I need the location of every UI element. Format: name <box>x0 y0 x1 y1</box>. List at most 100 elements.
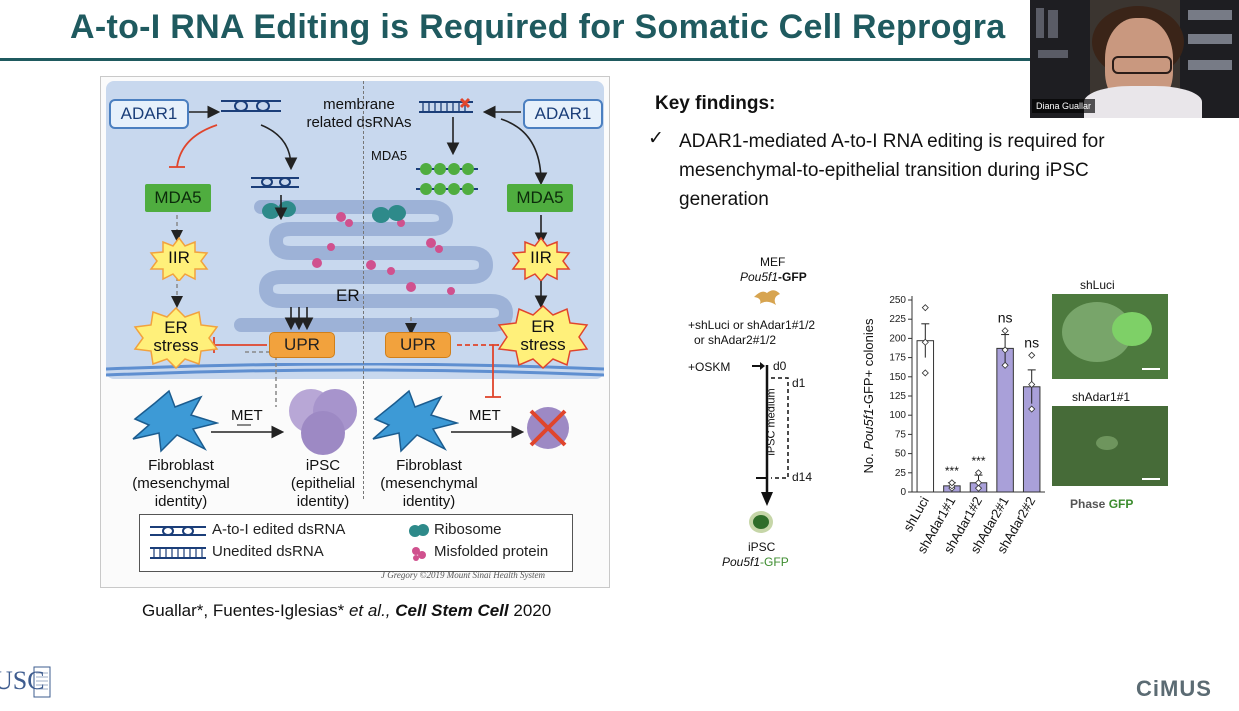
significance-label: *** <box>945 464 959 478</box>
book <box>1038 50 1068 58</box>
legend-ribosome-label: Ribosome <box>434 521 502 538</box>
fibroblast-icon <box>372 389 459 453</box>
micrograph-bottom-label: shAdar1#1 <box>1072 390 1131 404</box>
edited-dsrna-legend-icon <box>150 526 206 536</box>
ipsc-cells-icon <box>289 389 357 455</box>
data-point <box>1001 327 1009 335</box>
key-finding-item: ADAR1-mediated A-to-I RNA editing is req… <box>679 131 1105 210</box>
y-axis-label-prefix: No. <box>861 450 876 474</box>
ribosome-icon <box>372 205 406 223</box>
participant-video-tile[interactable]: Diana Guallar <box>1030 0 1239 118</box>
pou5f1-gfp-top: Pou5f1-GFP <box>740 270 807 284</box>
speaker-glasses <box>1112 56 1172 74</box>
fibroblast-icon <box>132 389 219 453</box>
participant-name-label: Diana Guallar <box>1032 99 1096 113</box>
upr-right-box: UPR <box>385 332 451 358</box>
book <box>1048 10 1058 38</box>
mef-cell-icon <box>754 290 780 305</box>
gfp-bold: -GFP <box>778 270 807 284</box>
mef-label: MEF <box>760 255 786 269</box>
unedited-dsrna-legend-icon <box>150 547 206 559</box>
y-axis-label-suffix: -GFP+ colonies <box>861 318 876 408</box>
iir-right-label: IIR <box>530 248 552 267</box>
mda5-right-box: MDA5 <box>507 184 573 212</box>
speaker-shirt <box>1084 86 1202 118</box>
book <box>1188 10 1232 20</box>
key-findings-heading: Key findings: <box>655 93 776 114</box>
micrograph-shadar1 <box>1052 406 1168 486</box>
ipsc-colony-icon <box>749 511 773 533</box>
timeline-arrow <box>752 362 789 506</box>
er-label: ER <box>336 286 360 305</box>
micrograph-top-label: shLuci <box>1080 278 1115 292</box>
misfolded-protein-legend-icon <box>412 547 426 561</box>
mda5-small-label: MDA5 <box>371 148 408 163</box>
citation-journal: Cell Stem Cell <box>390 601 509 620</box>
pou5f1-gfp-bottom: Pou5f1-GFP <box>722 555 789 569</box>
data-point <box>974 479 983 487</box>
legend-unedited-label: Unedited dsRNA <box>212 543 324 560</box>
y-tick-label: 225 <box>889 314 906 325</box>
significance-label: ns <box>998 310 1013 326</box>
copyright-note: J Gregory ©2019 Mount Sinai Health Syste… <box>381 570 545 580</box>
mda5-left-box: MDA5 <box>145 184 211 212</box>
y-tick-label: 175 <box>889 353 906 364</box>
y-tick-label: 125 <box>889 391 906 402</box>
edited-dsrna-icon <box>221 100 281 112</box>
shrna-line-1: +shLuci or shAdar1#1/2 <box>688 318 816 332</box>
edited-dsrna-icon <box>251 177 299 188</box>
y-axis-label-gene: Pou5f1 <box>861 408 876 449</box>
significance-label: *** <box>971 454 985 468</box>
usc-logo: USC <box>0 659 52 705</box>
d0-label: d0 <box>773 359 787 373</box>
title-underline <box>0 58 1030 61</box>
book <box>1188 34 1232 44</box>
micrograph-channel-legend: Phase GFP <box>1070 497 1133 511</box>
pou5f1-italic: Pou5f1 <box>740 270 779 284</box>
y-tick-label: 200 <box>889 333 906 344</box>
d1-label: d1 <box>792 376 806 390</box>
ipsc-label: iPSC <box>748 540 776 554</box>
pathway-arrows <box>169 97 548 439</box>
d14-label: d14 <box>792 470 813 484</box>
bar-shLuci <box>916 340 935 493</box>
y-tick-label: 0 <box>900 487 906 498</box>
data-point <box>921 369 929 377</box>
y-axis-label: No. Pou5f1-GFP+ colonies <box>861 318 876 473</box>
citation-etal: et al., <box>348 601 391 620</box>
adar1-left: ADAR1 <box>109 99 189 129</box>
diagram-legend: A-to-I edited dsRNA Unedited dsRNA Ribos… <box>139 514 573 572</box>
y-tick-label: 25 <box>895 468 907 479</box>
usc-logo-mark: USC <box>0 666 51 698</box>
book <box>1188 60 1232 70</box>
data-point <box>1028 405 1036 413</box>
citation: Guallar*, Fuentes-Iglesias* et al., Cell… <box>142 601 551 621</box>
gfp-green: -GFP <box>760 555 789 569</box>
bar-shAdar2#1 <box>996 347 1014 493</box>
citation-authors: Guallar*, Fuentes-Iglesias* <box>142 601 349 620</box>
phase-label: Phase <box>1070 497 1106 511</box>
legend-misfolded-label: Misfolded protein <box>434 543 549 560</box>
iir-burst-icon <box>511 237 571 281</box>
met-left-label: MET <box>231 407 263 424</box>
iir-burst-icon <box>149 237 209 281</box>
blocked-cell-icon <box>527 407 569 449</box>
cimus-logo: CiMUS <box>1136 676 1212 701</box>
micrograph-shluci <box>1052 294 1168 379</box>
mda5-bound-dsrna-icon <box>416 163 478 195</box>
y-tick-label: 50 <box>895 449 907 460</box>
y-tick-label: 150 <box>889 372 906 383</box>
svg-text:USC: USC <box>0 666 45 695</box>
data-point <box>921 304 929 312</box>
y-tick-label: 250 <box>889 295 906 306</box>
er-stress-burst-icon <box>497 305 589 369</box>
shrna-line-2: or shAdar2#1/2 <box>694 333 777 347</box>
checkmark-icon: ✓ <box>648 128 664 149</box>
